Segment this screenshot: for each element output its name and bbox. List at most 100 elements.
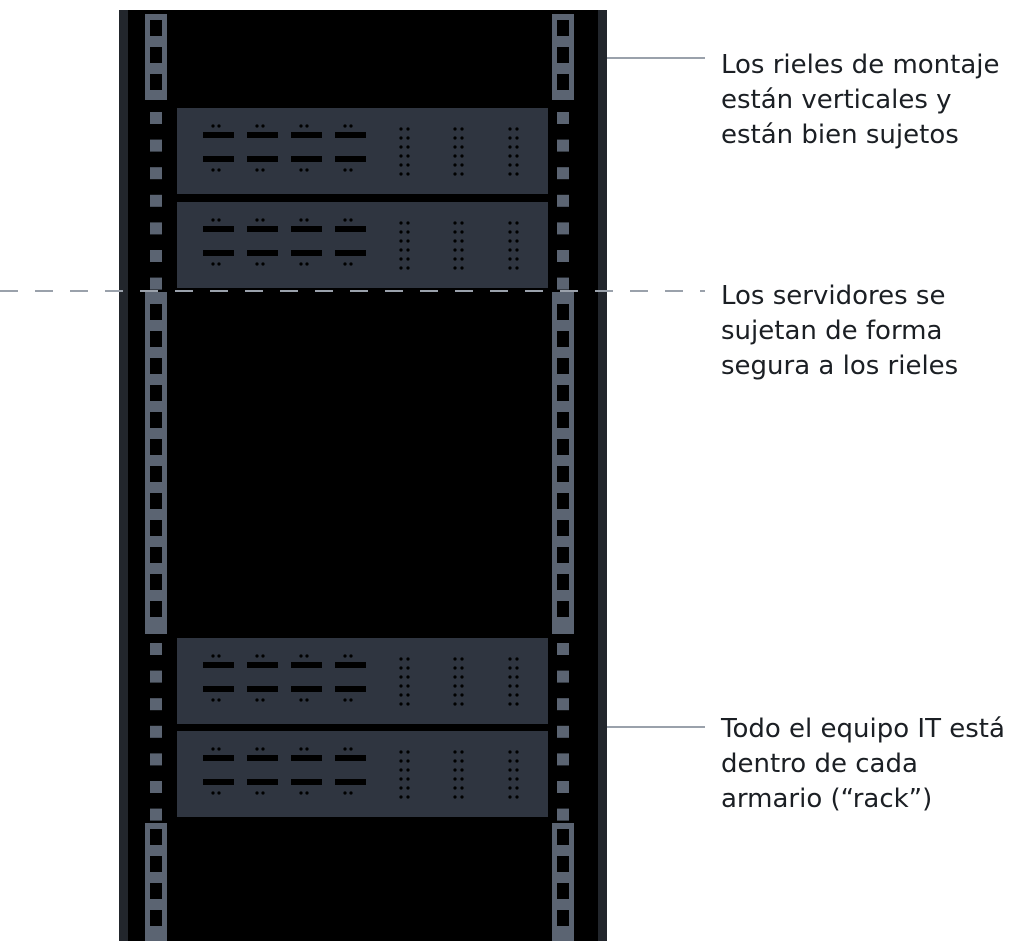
server-face: [177, 638, 548, 724]
drive-bar: [291, 250, 322, 256]
vent-dot: [399, 154, 403, 158]
vent-dot: [406, 221, 410, 225]
drive-dot: [217, 747, 221, 751]
callout-servers-secured: Los servidores se sujetan de forma segur…: [721, 281, 959, 381]
vent-dot: [453, 693, 457, 697]
vent-dot: [460, 248, 464, 252]
drive-bar: [335, 250, 366, 256]
rail-hole: [150, 439, 162, 455]
vent-dot: [508, 163, 512, 167]
vent-dot: [399, 172, 403, 176]
vent-dot: [515, 795, 519, 799]
rail-bolt: [557, 670, 569, 683]
vent-dot: [508, 786, 512, 790]
drive-bar: [335, 226, 366, 232]
drive-bar: [203, 662, 234, 668]
drive-dot: [217, 168, 221, 172]
server-face: [177, 202, 548, 288]
drive-dot: [299, 168, 303, 172]
drive-dot: [343, 747, 347, 751]
rail-hole: [557, 883, 569, 899]
rail-hole: [150, 520, 162, 536]
rail-hole: [557, 466, 569, 482]
rail-bolt: [557, 781, 569, 793]
vent-dot: [515, 657, 519, 661]
drive-dot: [305, 124, 309, 128]
vent-dot: [453, 145, 457, 149]
vent-dot: [460, 768, 464, 772]
vent-dot: [406, 750, 410, 754]
drive-dot: [305, 791, 309, 795]
vent-dot: [399, 786, 403, 790]
drive-dot: [255, 168, 259, 172]
drive-bar: [291, 132, 322, 138]
vent-dot: [453, 239, 457, 243]
drive-dot: [305, 747, 309, 751]
vent-dot: [406, 702, 410, 706]
drive-bar: [247, 662, 278, 668]
vent-dot: [460, 266, 464, 270]
rail-bolt: [150, 167, 162, 180]
vent-dot: [460, 666, 464, 670]
vent-dot: [508, 127, 512, 131]
rail-bolt: [557, 167, 569, 180]
vent-dot: [515, 257, 519, 261]
rail-bolt: [557, 643, 569, 655]
callout-rails-vertical: Los rieles de montaje están verticales y…: [721, 50, 1000, 150]
vent-dot: [406, 257, 410, 261]
vent-dot: [453, 257, 457, 261]
drive-dot: [343, 168, 347, 172]
vent-dot: [453, 777, 457, 781]
vent-dot: [406, 657, 410, 661]
drive-bar: [291, 686, 322, 692]
rail-bolt: [150, 222, 162, 235]
vent-dot: [406, 154, 410, 158]
leader-lines: [0, 57, 705, 728]
rail-hole: [150, 385, 162, 401]
drive-bar: [335, 132, 366, 138]
vent-dot: [508, 795, 512, 799]
vent-dot: [508, 248, 512, 252]
rail-bolt: [557, 222, 569, 235]
drive-dot: [255, 124, 259, 128]
rail-bolt: [150, 781, 162, 793]
drive-dot: [261, 747, 265, 751]
drive-bar: [291, 755, 322, 761]
vent-dot: [453, 266, 457, 270]
rail-hole: [557, 385, 569, 401]
rail-hole: [150, 20, 162, 36]
vent-dot: [515, 145, 519, 149]
vent-dot: [508, 221, 512, 225]
vent-dot: [406, 136, 410, 140]
rail-bolt: [150, 139, 162, 152]
vent-dot: [515, 693, 519, 697]
vent-dot: [515, 702, 519, 706]
drive-bar: [247, 156, 278, 162]
rail-hole: [557, 331, 569, 347]
vent-dot: [406, 163, 410, 167]
rail-hole: [557, 358, 569, 374]
rail-hole: [150, 466, 162, 482]
drive-bar: [203, 156, 234, 162]
vent-dot: [406, 127, 410, 131]
vent-dot: [508, 768, 512, 772]
drive-dot: [349, 168, 353, 172]
vent-dot: [515, 759, 519, 763]
vent-dot: [460, 786, 464, 790]
vent-dot: [453, 702, 457, 706]
vent-dot: [453, 750, 457, 754]
vent-dot: [460, 127, 464, 131]
rail-bolt: [150, 250, 162, 262]
vent-dot: [515, 221, 519, 225]
vent-dot: [508, 239, 512, 243]
rail-bolt: [557, 725, 569, 738]
vent-dot: [406, 684, 410, 688]
vent-dot: [515, 666, 519, 670]
vent-dot: [515, 750, 519, 754]
rail-bolt: [557, 250, 569, 262]
server-unit: [177, 638, 548, 724]
vent-dot: [453, 172, 457, 176]
drive-dot: [299, 262, 303, 266]
drive-dot: [305, 698, 309, 702]
rail-bolt: [557, 112, 569, 124]
